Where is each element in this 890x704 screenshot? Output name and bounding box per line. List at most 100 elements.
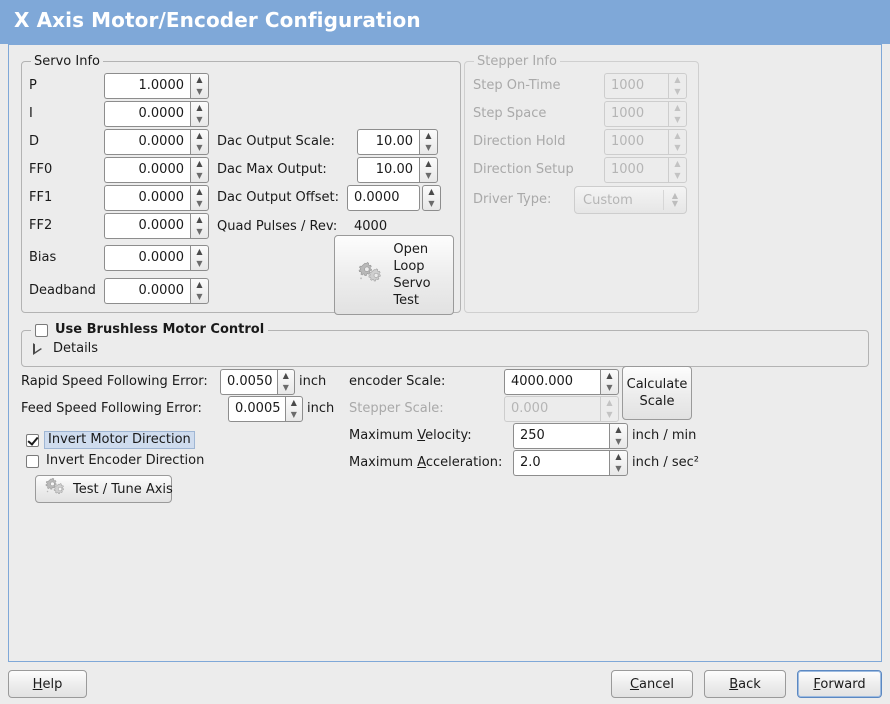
spin-encoder-scale-entry[interactable]: 4000.000 — [504, 369, 600, 395]
spin-d[interactable]: 0.0000 ▲ ▼ — [104, 129, 209, 155]
test-tune-axis-button[interactable]: Test / Tune Axis — [35, 475, 173, 503]
spin-ff1-buttons[interactable]: ▲ ▼ — [190, 185, 209, 211]
spin-ff2-buttons[interactable]: ▲ ▼ — [190, 213, 209, 239]
spin-down-icon[interactable]: ▼ — [425, 171, 432, 180]
spin-maximum-velocity-entry[interactable]: 250 — [513, 423, 609, 449]
forward-button[interactable]: Forward — [797, 670, 882, 698]
spin-down-icon[interactable]: ▼ — [425, 143, 432, 152]
spin-rapid-following-error[interactable]: 0.0050 ▲ ▼ — [220, 369, 295, 395]
spin-up-icon[interactable]: ▲ — [290, 398, 297, 407]
spin-deadband-entry[interactable]: 0.0000 — [104, 278, 190, 304]
spin-up-icon[interactable]: ▲ — [196, 159, 203, 168]
spin-up-icon[interactable]: ▲ — [196, 215, 203, 224]
spin-d-entry[interactable]: 0.0000 — [104, 129, 190, 155]
spin-maximum-velocity[interactable]: 250 ▲ ▼ — [513, 423, 628, 449]
driver-type-combo[interactable]: Custom ▲▼ — [574, 186, 687, 214]
spin-up-icon[interactable]: ▲ — [196, 131, 203, 140]
spin-up-icon[interactable]: ▲ — [674, 131, 681, 140]
spin-i[interactable]: 0.0000 ▲ ▼ — [104, 101, 209, 127]
spin-feed-following-error-entry[interactable]: 0.0005 — [228, 396, 285, 422]
spin-p[interactable]: 1.0000 ▲ ▼ — [104, 73, 209, 99]
use-brushless-motor-control-checkbox[interactable]: Use Brushless Motor Control — [31, 322, 269, 338]
spin-up-icon[interactable]: ▲ — [606, 398, 613, 407]
spin-up-icon[interactable]: ▲ — [196, 247, 203, 256]
spin-ff1[interactable]: 0.0000 ▲ ▼ — [104, 185, 209, 211]
spin-dac-output-scale[interactable]: 10.00 ▲ ▼ — [357, 129, 438, 155]
spin-down-icon[interactable]: ▼ — [428, 199, 435, 208]
spin-direction-setup[interactable]: 1000 ▲ ▼ — [604, 157, 687, 183]
spin-down-icon[interactable]: ▼ — [196, 199, 203, 208]
spin-down-icon[interactable]: ▼ — [674, 87, 681, 96]
spin-up-icon[interactable]: ▲ — [674, 103, 681, 112]
spin-up-icon[interactable]: ▲ — [425, 159, 432, 168]
back-button[interactable]: Back — [704, 670, 786, 698]
spin-step-space-buttons[interactable]: ▲ ▼ — [668, 101, 687, 127]
spin-direction-hold[interactable]: 1000 ▲ ▼ — [604, 129, 687, 155]
spin-step-space-entry[interactable]: 1000 — [604, 101, 668, 127]
spin-dac-max-output[interactable]: 10.00 ▲ ▼ — [357, 157, 438, 183]
spin-rapid-following-error-buttons[interactable]: ▲ ▼ — [276, 369, 295, 395]
spin-dac-max-output-entry[interactable]: 10.00 — [357, 157, 419, 183]
spin-ff0-entry[interactable]: 0.0000 — [104, 157, 190, 183]
spin-dac-output-offset-entry[interactable]: 0.0000 — [347, 185, 420, 211]
spin-down-icon[interactable]: ▼ — [196, 171, 203, 180]
spin-dac-max-output-buttons[interactable]: ▲ ▼ — [419, 157, 438, 183]
spin-rapid-following-error-entry[interactable]: 0.0050 — [220, 369, 277, 395]
spin-up-icon[interactable]: ▲ — [428, 187, 435, 196]
spin-dac-output-offset-buttons[interactable]: ▲ ▼ — [422, 185, 441, 211]
spin-up-icon[interactable]: ▲ — [282, 371, 289, 380]
help-button[interactable]: Help — [8, 670, 87, 698]
spin-p-buttons[interactable]: ▲ ▼ — [190, 73, 209, 99]
spin-stepper-scale[interactable]: 0.000 ▲ ▼ — [504, 396, 619, 422]
checkbox-box[interactable] — [26, 454, 39, 468]
spin-direction-setup-buttons[interactable]: ▲ ▼ — [668, 157, 687, 183]
spin-encoder-scale-buttons[interactable]: ▲ ▼ — [600, 369, 619, 395]
spin-dac-output-scale-buttons[interactable]: ▲ ▼ — [419, 129, 438, 155]
spin-down-icon[interactable]: ▼ — [196, 143, 203, 152]
spin-bias-buttons[interactable]: ▲ ▼ — [190, 245, 209, 271]
spin-down-icon[interactable]: ▼ — [674, 143, 681, 152]
spin-up-icon[interactable]: ▲ — [615, 452, 622, 461]
spin-up-icon[interactable]: ▲ — [196, 103, 203, 112]
spin-direction-hold-buttons[interactable]: ▲ ▼ — [668, 129, 687, 155]
spin-feed-following-error[interactable]: 0.0005 ▲ ▼ — [228, 396, 303, 422]
spin-down-icon[interactable]: ▼ — [196, 259, 203, 268]
spin-up-icon[interactable]: ▲ — [615, 425, 622, 434]
spin-down-icon[interactable]: ▼ — [196, 87, 203, 96]
spin-up-icon[interactable]: ▲ — [606, 371, 613, 380]
details-expander[interactable]: Details — [33, 341, 98, 356]
spin-up-icon[interactable]: ▲ — [196, 75, 203, 84]
spin-down-icon[interactable]: ▼ — [674, 115, 681, 124]
checkbox-box[interactable] — [26, 433, 39, 447]
spin-stepper-scale-buttons[interactable]: ▲ ▼ — [600, 396, 619, 422]
invert-encoder-direction-checkbox[interactable]: Invert Encoder Direction — [26, 453, 204, 469]
spin-step-on-time-buttons[interactable]: ▲ ▼ — [668, 73, 687, 99]
calculate-scale-button[interactable]: Calculate Scale — [622, 366, 692, 420]
spin-down-icon[interactable]: ▼ — [615, 464, 622, 473]
spin-ff0[interactable]: 0.0000 ▲ ▼ — [104, 157, 209, 183]
spin-step-on-time-entry[interactable]: 1000 — [604, 73, 668, 99]
spin-direction-hold-entry[interactable]: 1000 — [604, 129, 668, 155]
spin-ff1-entry[interactable]: 0.0000 — [104, 185, 190, 211]
open-loop-servo-test-button[interactable]: Open Loop Servo Test — [334, 235, 454, 315]
spin-up-icon[interactable]: ▲ — [674, 75, 681, 84]
spin-bias[interactable]: 0.0000 ▲ ▼ — [104, 245, 209, 271]
spin-d-buttons[interactable]: ▲ ▼ — [190, 129, 209, 155]
spin-deadband[interactable]: 0.0000 ▲ ▼ — [104, 278, 209, 304]
spin-down-icon[interactable]: ▼ — [606, 410, 613, 419]
spin-step-space[interactable]: 1000 ▲ ▼ — [604, 101, 687, 127]
spin-ff2-entry[interactable]: 0.0000 — [104, 213, 190, 239]
spin-down-icon[interactable]: ▼ — [606, 383, 613, 392]
spin-down-icon[interactable]: ▼ — [615, 437, 622, 446]
spin-stepper-scale-entry[interactable]: 0.000 — [504, 396, 600, 422]
spin-ff2[interactable]: 0.0000 ▲ ▼ — [104, 213, 209, 239]
spin-feed-following-error-buttons[interactable]: ▲ ▼ — [284, 396, 303, 422]
spin-deadband-buttons[interactable]: ▲ ▼ — [190, 278, 209, 304]
spin-dac-output-scale-entry[interactable]: 10.00 — [357, 129, 419, 155]
cancel-button[interactable]: Cancel — [611, 670, 693, 698]
spin-i-entry[interactable]: 0.0000 — [104, 101, 190, 127]
spin-down-icon[interactable]: ▼ — [196, 227, 203, 236]
spin-down-icon[interactable]: ▼ — [196, 292, 203, 301]
spin-down-icon[interactable]: ▼ — [196, 115, 203, 124]
spin-down-icon[interactable]: ▼ — [282, 383, 289, 392]
